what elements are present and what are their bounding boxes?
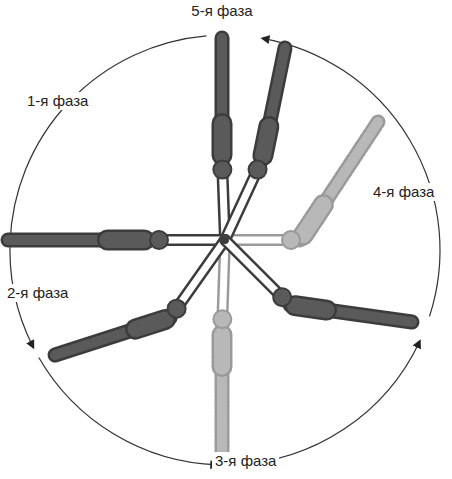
forearm — [290, 305, 412, 322]
phase-arc — [262, 38, 440, 316]
forearm-cuff — [303, 205, 323, 236]
shoulder-pivot — [221, 236, 229, 244]
forearm — [300, 122, 378, 240]
forearm-cuff-core — [214, 335, 230, 367]
forearm-core — [262, 48, 285, 160]
forearm-core — [217, 330, 227, 452]
forearm-core — [217, 38, 227, 160]
phase-label: 1-я фаза — [24, 92, 91, 110]
phase-label: 5-я фаза — [188, 2, 255, 20]
forearm-cuff — [212, 335, 233, 367]
forearm-cuff — [263, 126, 269, 155]
forearm-cuff-core — [263, 126, 269, 155]
phase-arc — [233, 341, 420, 465]
elbow-joint — [249, 161, 267, 179]
forearm-cuff-core — [303, 205, 323, 236]
elbow-joint — [213, 310, 231, 328]
elbow-joint — [282, 231, 300, 249]
forearm-core — [290, 305, 412, 322]
forearm — [215, 330, 230, 452]
elbow-joint — [213, 161, 231, 179]
forearm — [8, 233, 150, 248]
forearm-cuff-core — [295, 306, 327, 310]
forearm-cuff — [212, 123, 233, 155]
forearm-core — [55, 318, 170, 355]
forearm-cuff-core — [136, 319, 166, 329]
elbow-joint — [150, 231, 168, 249]
forearm-core — [8, 235, 150, 245]
phase-arcs — [10, 36, 440, 465]
forearm-cuff-core — [214, 123, 230, 155]
phase-label: 2-я фаза — [4, 284, 71, 302]
forearm-cuff — [107, 230, 144, 251]
phase-label: 3-я фаза — [212, 452, 279, 470]
elbow-joint — [168, 300, 186, 318]
phase-arc — [10, 36, 206, 243]
forearm — [262, 48, 285, 160]
forearm-cuff — [136, 319, 166, 329]
forearm — [215, 38, 230, 160]
phase-arc — [39, 358, 218, 465]
forearm-cuff-core — [107, 232, 144, 248]
forearm-cuff — [295, 306, 327, 310]
arm-positions — [8, 38, 412, 452]
forearm — [55, 318, 170, 355]
phase-label: 4-я фаза — [370, 183, 437, 201]
forearm-core — [300, 122, 378, 240]
elbow-joint — [273, 288, 291, 306]
